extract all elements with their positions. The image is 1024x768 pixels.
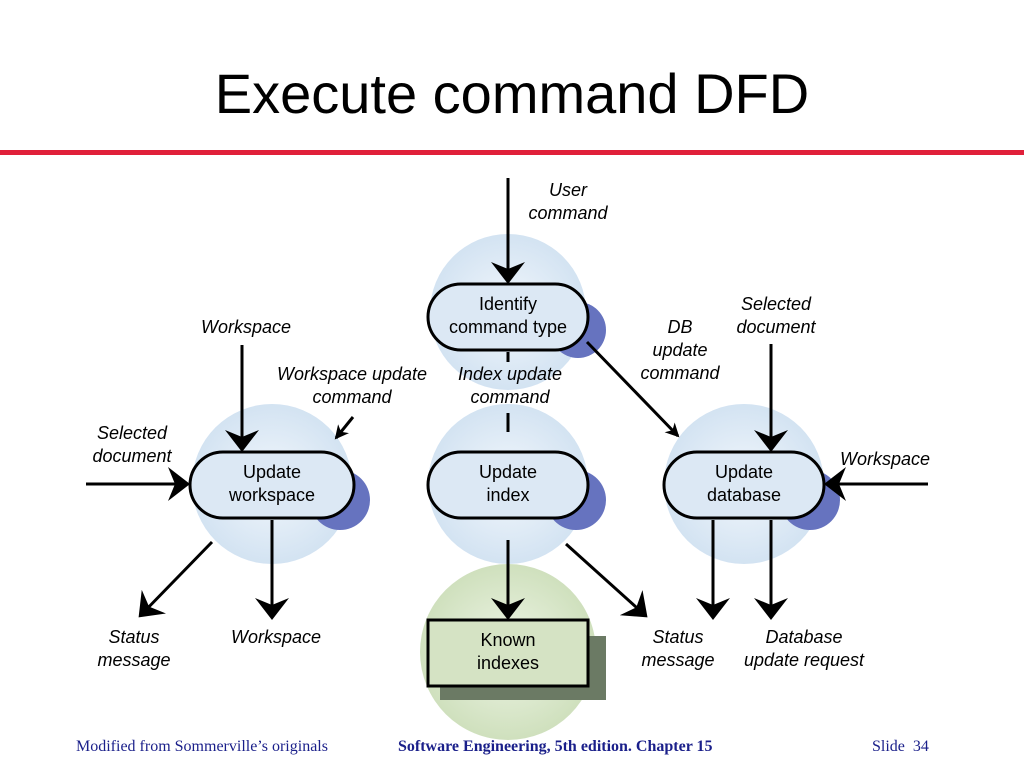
label-database-update-request-1: Database [765,627,842,647]
datastore-known-indexes: Known indexes [420,564,606,740]
store-box [426,618,590,688]
label-workspace-right: Workspace [840,449,930,469]
label-selected-document-right-1: Selected [741,294,812,314]
process-label-line2: workspace [228,485,315,505]
arrow-workspace-update-command [334,416,355,440]
label-index-update-command-1: Index update [458,364,562,384]
title-divider [0,150,1024,155]
store-label-line1: Known [480,630,535,650]
process-label-line2: command type [449,317,567,337]
flow-arrows [86,178,928,620]
label-workspace-bottom: Workspace [231,627,321,647]
label-db-update-command-1: DB [667,317,692,337]
label-status-message-left-2: message [97,650,170,670]
footer-credit: Modified from Sommerville’s originals [76,738,328,755]
footer-book: Software Engineering, 5th edition. Chapt… [398,738,713,755]
store-label-line2: indexes [477,653,539,673]
label-selected-document-left-2: document [92,446,172,466]
label-workspace-update-command-2: command [312,387,392,407]
label-index-update-command-2: command [470,387,550,407]
label-workspace-update-command-1: Workspace update [277,364,427,384]
label-workspace-top: Workspace [201,317,291,337]
label-selected-document-left-1: Selected [97,423,168,443]
process-label-line2: database [707,485,781,505]
slide-title: Execute command DFD [214,62,810,125]
label-status-message-right-2: message [641,650,714,670]
footer-slide-word: Slide [872,738,905,755]
process-label-line1: Update [715,462,773,482]
process-update-database: Update database [662,404,840,564]
label-user-command-2: command [528,203,608,223]
process-identify-command-type: Identify command type [426,234,606,390]
process-label-line1: Identify [479,294,537,314]
process-box [426,282,590,352]
process-box [426,450,590,520]
label-db-update-command-2: update [652,340,707,360]
label-db-update-command-3: command [640,363,720,383]
footer-slide-number: Slide 34 [872,738,929,756]
label-database-update-request-2: update request [744,650,865,670]
process-label-line1: Update [243,462,301,482]
process-label-line2: index [486,485,529,505]
label-status-message-left-1: Status [108,627,159,647]
process-label-line1: Update [479,462,537,482]
arrow-status-message-left [138,540,214,618]
footer-slide-num: 34 [912,738,929,755]
arrow-status-message-right [564,542,648,618]
label-selected-document-right-2: document [736,317,816,337]
arrow-db-update-command [585,340,680,438]
label-user-command-1: User [549,180,588,200]
process-box [188,450,356,520]
process-update-index: Update index [426,404,606,564]
label-status-message-right-1: Status [652,627,703,647]
